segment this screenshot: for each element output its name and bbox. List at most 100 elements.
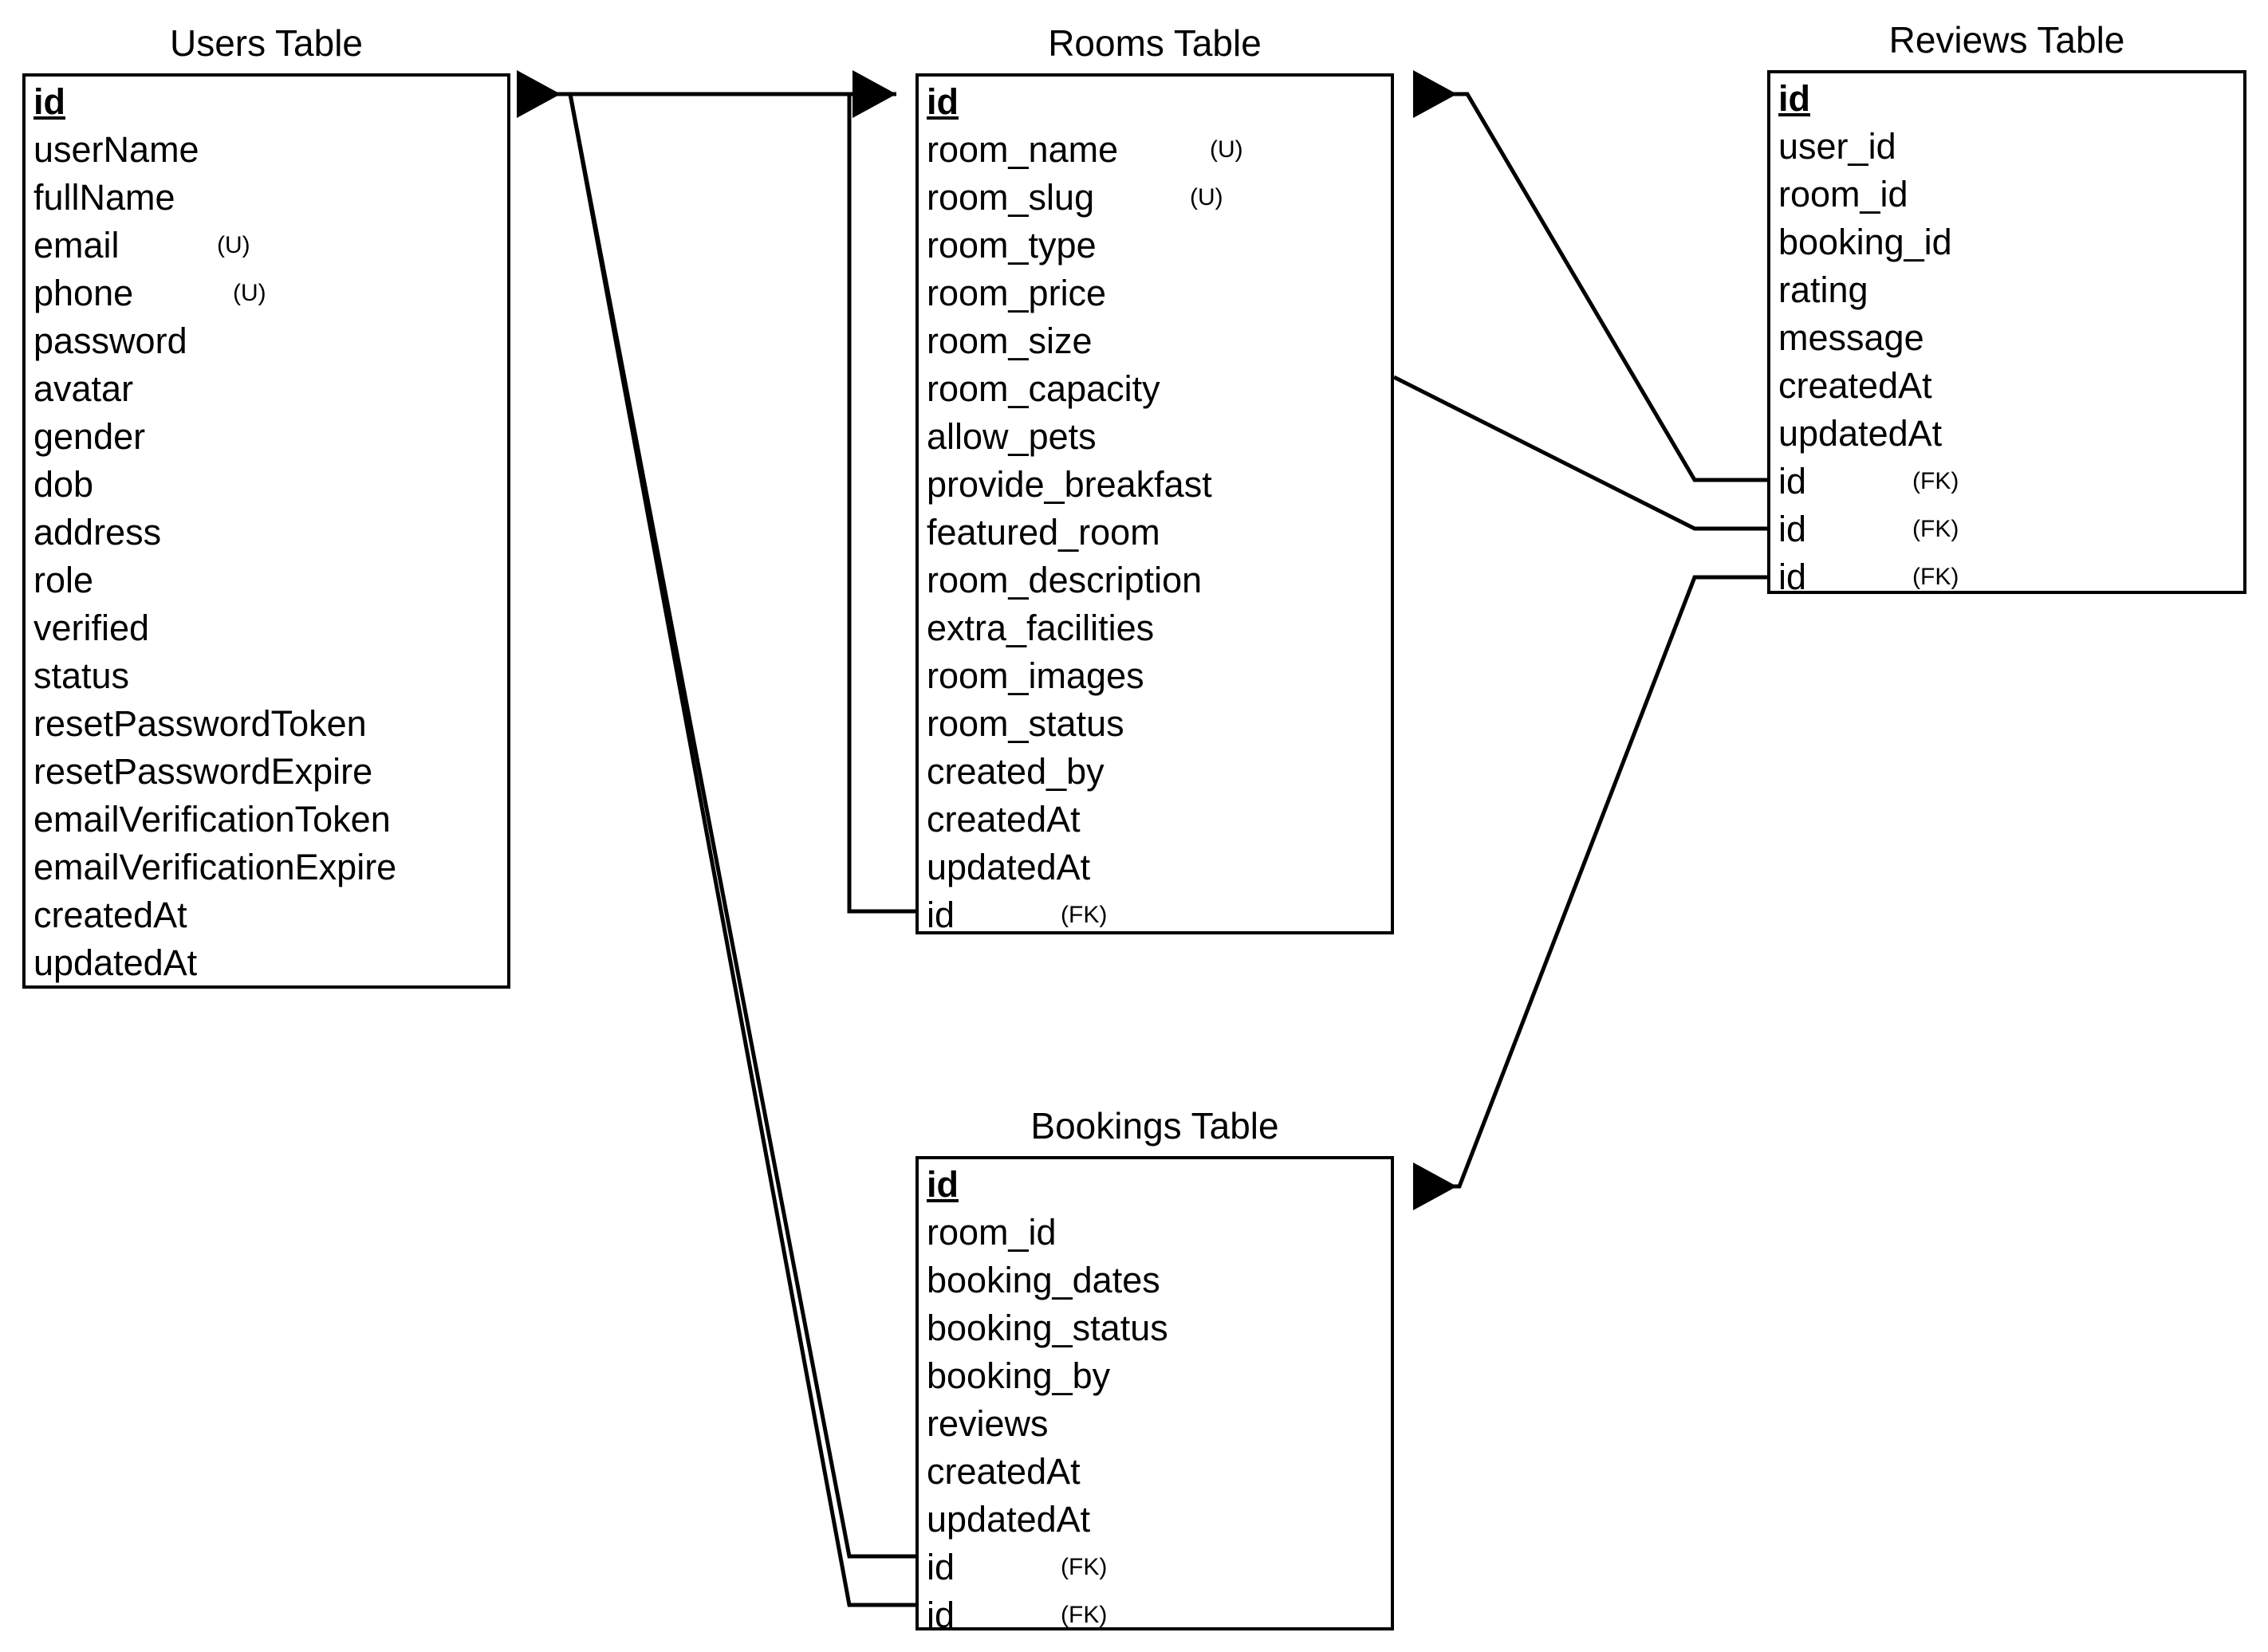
wire-reviews-fk3-to-bookings [1413,575,1767,1210]
field-row: room_price [927,269,1389,317]
field-name: booking_by [927,1355,1111,1396]
field-name: id [1778,557,1807,597]
field-row: room_id [1778,171,2242,218]
field-name: id [1778,509,1807,549]
table-reviews[interactable]: Reviews Table id user_id room_id booking… [1767,19,2246,597]
field-name: room_slug [927,177,1095,218]
field-row: user_id [1778,123,2242,171]
field-name: updatedAt [927,1499,1091,1540]
field-row: booking_status [927,1304,1389,1352]
field-name: room_description [927,560,1203,600]
field-row: email (U) [33,222,506,269]
field-row: updatedAt [927,844,1389,891]
field-name: verified [33,608,150,648]
field-row: resetPasswordToken [33,700,506,748]
field-name: reviews [927,1403,1049,1444]
field-row: provide_breakfast [927,461,1389,509]
fk-tag: (FK) [1912,468,1959,494]
table-users-box [22,73,510,989]
table-reviews-fields: id user_id room_id booking_id rating mes… [1778,75,2242,601]
field-row: createdAt [33,891,506,939]
field-row: id [927,1161,1389,1209]
field-row: room_id [927,1209,1389,1257]
field-row: room_size [927,317,1389,365]
field-name: rating [1778,269,1868,310]
field-row: room_name (U) [927,126,1389,174]
field-name: created_by [927,751,1104,792]
field-row: featured_room [927,509,1389,557]
field-name: updatedAt [33,942,198,983]
table-bookings-fields: id room_id booking_dates booking_status … [927,1161,1389,1639]
field-row: emailVerificationToken [33,796,506,844]
fk-tag: (FK) [1061,1602,1108,1628]
field-name: userName [33,129,199,170]
field-row: booking_dates [927,1257,1389,1304]
field-name: status [33,655,130,696]
field-row: resetPasswordExpire [33,748,506,796]
field-row: reviews [927,1400,1389,1448]
unique-tag: (U) [1190,184,1223,210]
wire-reviews-fk2-to-users [1392,375,1767,531]
field-row: allow_pets [927,413,1389,461]
field-row: dob [33,461,506,509]
field-name: id [927,1164,959,1205]
field-name: provide_breakfast [927,464,1212,505]
field-row: id (FK) [1778,458,2242,505]
fk-tag: (FK) [1912,516,1959,542]
table-reviews-title: Reviews Table [1888,19,2125,61]
field-row: created_by [927,748,1389,796]
field-name: extra_facilities [927,608,1155,648]
field-name: password [33,321,187,361]
field-row: password [33,317,506,365]
field-name: room_type [927,225,1097,266]
field-name: allow_pets [927,416,1097,457]
field-row: room_images [927,652,1389,700]
field-name: gender [33,416,146,457]
table-reviews-box [1767,70,2246,594]
field-row: rating [1778,266,2242,314]
field-row: message [1778,314,2242,362]
field-name: email [33,225,120,266]
field-name: createdAt [927,1451,1081,1492]
field-name: emailVerificationToken [33,799,391,840]
field-name: room_id [1778,174,1908,214]
wire-reviews-fk1-to-rooms [1413,70,1767,482]
unique-tag: (U) [1210,136,1243,163]
field-name: id [33,81,65,122]
table-users[interactable]: Users Table id userName fullName email(U… [22,22,510,989]
field-row: id [927,78,1389,126]
field-row: role [33,557,506,604]
field-name: id [1778,461,1807,502]
field-name: room_status [927,703,1124,744]
wire-rooms-fk-to-users [570,92,915,914]
wire-bookings-fk1-to-users [568,93,915,1559]
field-name: room_name [927,129,1119,170]
table-bookings-box [915,1156,1394,1630]
field-name: createdAt [33,895,187,935]
field-name: room_id [927,1212,1057,1253]
field-row: avatar [33,365,506,413]
field-row: status [33,652,506,700]
field-row: id (FK) [1778,553,2242,601]
field-name: room_images [927,655,1144,696]
field-row: updatedAt [927,1496,1389,1544]
fk-tag: (FK) [1912,564,1959,590]
field-name: id [927,81,959,122]
table-rooms[interactable]: Rooms Table id room_name(U) room_slug(U)… [915,22,1394,935]
field-name: phone [33,273,134,313]
field-name: booking_id [1778,222,1952,262]
field-name: updatedAt [1778,413,1943,454]
field-row: gender [33,413,506,461]
field-name: user_id [1778,126,1896,167]
field-row: createdAt [927,796,1389,844]
field-row: emailVerificationExpire [33,844,506,891]
field-name: id [927,1547,955,1587]
field-name: resetPasswordExpire [33,751,373,792]
field-name: message [1778,317,1924,358]
unique-tag: (U) [217,232,250,258]
table-bookings[interactable]: Bookings Table id room_id booking_dates … [915,1105,1394,1635]
field-row: userName [33,126,506,174]
field-row: id (FK) [1778,505,2242,553]
field-name: room_capacity [927,368,1160,409]
